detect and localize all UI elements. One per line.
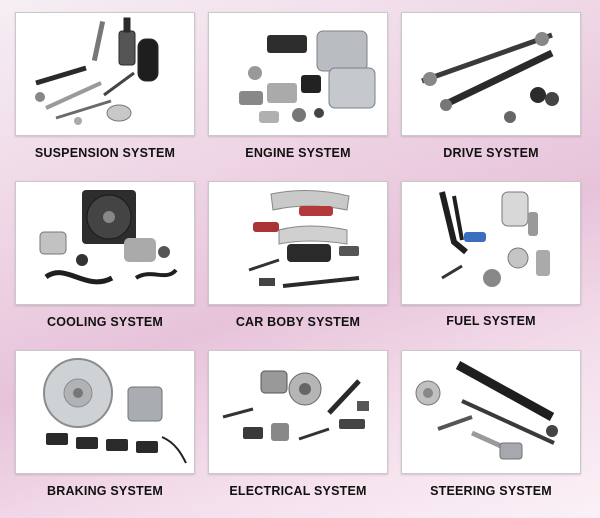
engine-parts-image [208, 12, 388, 136]
steering-parts-image [401, 350, 581, 474]
category-title: COOLING SYSTEM [46, 315, 163, 329]
cooling-parts-image [15, 181, 195, 305]
category-title: ENGINE SYSTEM [245, 146, 351, 160]
category-title: CAR BOBY SYSTEM [235, 315, 361, 329]
suspension-parts-image [15, 12, 195, 136]
drive-parts-image [401, 12, 581, 136]
category-title: BRAKING SYSTEM [46, 484, 163, 498]
category-title: ELECTRICAL SYSTEM [229, 484, 367, 498]
category-title: STEERING SYSTEM [430, 484, 552, 498]
category-title: SUSPENSION SYSTEM [34, 146, 176, 160]
category-title: FUEL SYSTEM [446, 314, 536, 328]
car-body-parts-image [208, 181, 388, 305]
fuel-parts-image [401, 181, 581, 305]
braking-parts-image [15, 350, 195, 474]
electrical-parts-image [208, 350, 388, 474]
category-title: DRIVE SYSTEM [443, 146, 539, 160]
